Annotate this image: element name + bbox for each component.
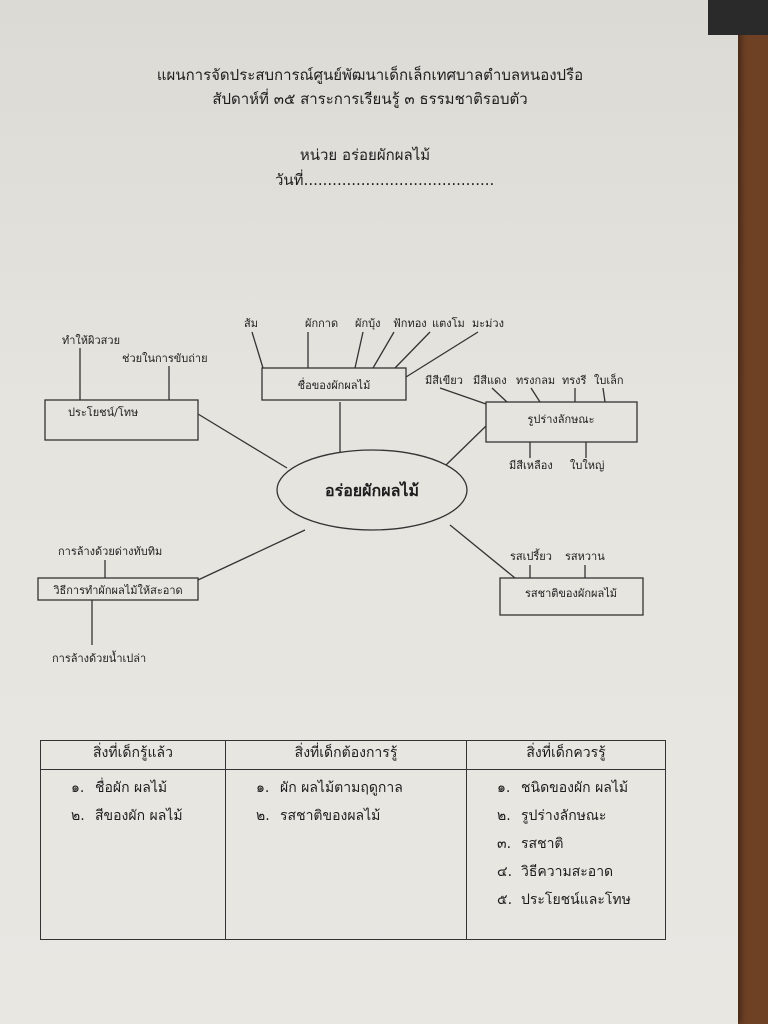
shape-item: ใบเล็ก <box>594 373 624 387</box>
list-item: ๑.ชนิดของผัก ผลไม้ <box>497 780 629 796</box>
unit-label: หน่วย อร่อยผักผลไม้ <box>300 146 430 164</box>
list-item: ๔.วิธีความสะอาด <box>497 864 614 880</box>
center-topic: อร่อยผักผลไม้ <box>325 481 419 500</box>
list-item: ๒.รสชาติของผลไม้ <box>256 808 381 824</box>
doc-title: แผนการจัดประสบการณ์ศูนย์พัฒนาเด็กเล็กเทศ… <box>157 65 583 84</box>
names-item: ส้ม <box>244 317 258 330</box>
shape-item: ใบใหญ่ <box>570 459 604 472</box>
shape-item: มีสีเหลือง <box>509 459 553 472</box>
list-item: ๒.รูปร่างลักษณะ <box>497 808 607 824</box>
col-header-should: สิ่งที่เด็กควรรู้ <box>466 740 666 770</box>
shape-item: มีสีแดง <box>473 374 507 387</box>
learning-table: สิ่งที่เด็กรู้แล้ว สิ่งที่เด็กต้องการรู้… <box>40 740 666 940</box>
benefits-item: ช่วยในการขับถ่าย <box>122 352 208 365</box>
benefits-title: ประโยชน์/โทษ <box>68 405 138 419</box>
list-item: ๒.สีของผัก ผลไม้ <box>71 808 183 824</box>
date-field: วันที่..................................… <box>275 169 494 189</box>
shape-box <box>485 401 638 443</box>
should-cell: ๑.ชนิดของผัก ผลไม้ ๒.รูปร่างลักษณะ ๓.รสช… <box>466 769 666 940</box>
background-corner <box>708 0 768 35</box>
shape-title: รูปร่างลักษณะ <box>527 413 594 426</box>
known-cell: ๑.ชื่อผัก ผลไม้ ๒.สีของผัก ผลไม้ <box>40 769 226 940</box>
names-title: ชื่อของผักผลไม้ <box>298 377 371 392</box>
cleaning-title: วิธีการทำผักผลไม้ให้สะอาด <box>53 584 183 597</box>
col-header-known: สิ่งที่เด็กรู้แล้ว <box>40 740 226 770</box>
center-ellipse <box>276 449 468 531</box>
names-item: ผักกาด <box>305 317 338 330</box>
cleaning-item: การล้างด้วยด่างทับทิม <box>58 545 162 558</box>
list-item: ๑.ชื่อผัก ผลไม้ <box>71 780 168 796</box>
names-box <box>261 367 407 401</box>
cleaning-box <box>37 577 199 601</box>
benefits-item: ทำให้ผิวสวย <box>62 334 120 347</box>
shape-item: ทรงรี <box>562 374 587 387</box>
names-item: แตงโม <box>432 316 465 330</box>
benefits-box <box>44 399 199 441</box>
list-item: ๓.รสชาติ <box>497 836 564 852</box>
names-item: ผักบุ้ง <box>355 317 380 330</box>
list-item: ๑.ผัก ผลไม้ตามฤดูกาล <box>256 780 403 796</box>
taste-item: รสเปรี้ยว <box>510 548 552 563</box>
doc-subtitle: สัปดาห์ที่ ๓๕ สาระการเรียนรู้ ๓ ธรรมชาติ… <box>212 88 527 108</box>
want-cell: ๑.ผัก ผลไม้ตามฤดูกาล ๒.รสชาติของผลไม้ <box>225 769 467 940</box>
taste-title: รสชาติของผักผลไม้ <box>525 587 617 600</box>
list-item: ๕.ประโยชน์และโทษ <box>497 892 631 908</box>
taste-item: รสหวาน <box>565 550 605 563</box>
cleaning-item: การล้างด้วยน้ำเปล่า <box>52 650 146 665</box>
names-item: ฟักทอง <box>393 317 427 330</box>
col-header-want: สิ่งที่เด็กต้องการรู้ <box>225 740 467 770</box>
shape-item: มีสีเขียว <box>425 374 463 387</box>
taste-box <box>499 577 644 616</box>
shape-item: ทรงกลม <box>516 374 555 387</box>
names-item: มะม่วง <box>472 317 504 330</box>
